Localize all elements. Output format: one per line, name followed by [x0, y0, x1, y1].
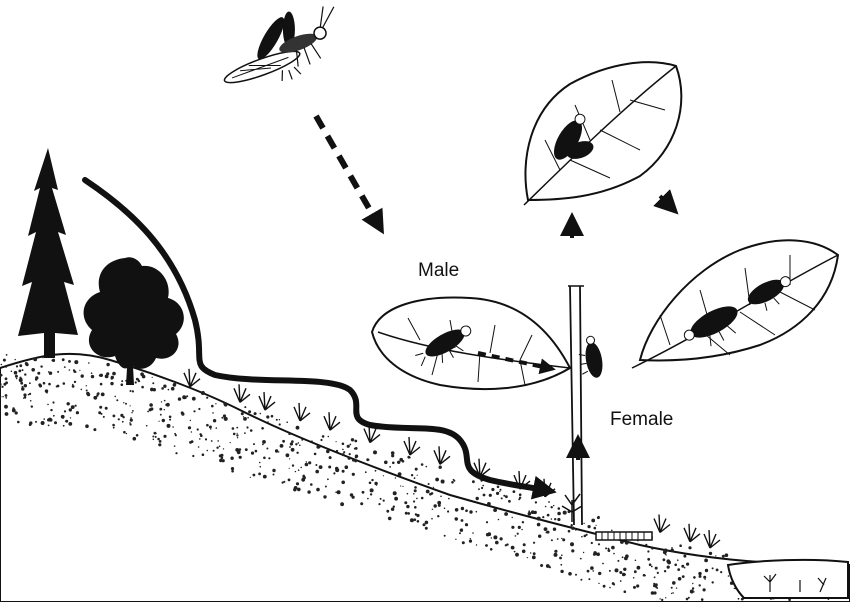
male-leaf-icon [372, 298, 570, 390]
conifer-tree-icon [18, 148, 78, 358]
top-leaf-icon [524, 62, 681, 205]
flying-firefly-icon [209, 0, 352, 101]
larva-icon [596, 532, 652, 540]
diagonal-arrow [660, 196, 670, 206]
plant-stem-icon [568, 286, 605, 525]
male-label: Male [418, 260, 459, 282]
pond-icon [728, 560, 848, 598]
hillside-ground [0, 354, 850, 602]
flight-down-arrow [316, 116, 378, 224]
female-label: Female [610, 409, 673, 431]
mating-leaf-icon [632, 240, 838, 368]
sprout-icon [562, 494, 582, 522]
